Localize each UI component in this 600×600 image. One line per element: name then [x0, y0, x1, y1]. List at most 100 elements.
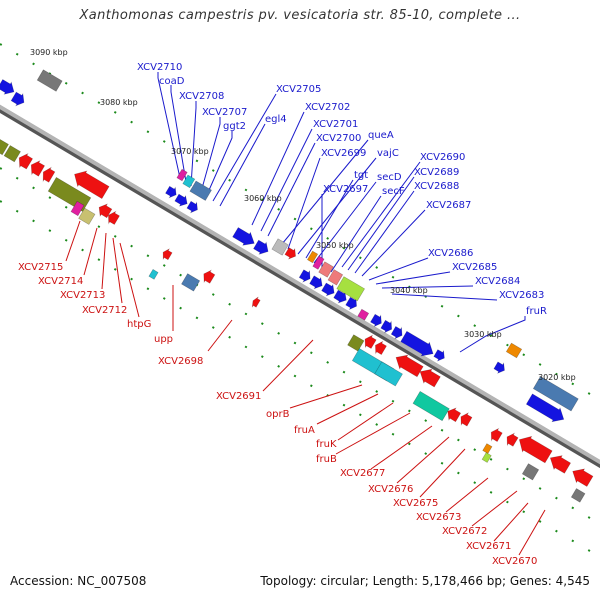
- gene-label: XCV2699: [321, 148, 366, 159]
- gene-label: coaD: [159, 76, 185, 87]
- gene-label: XCV2670: [492, 556, 537, 567]
- gene-label: XCV2690: [420, 152, 465, 163]
- forward-gene-arrow: [493, 361, 505, 374]
- upper-gene-labels: XCV2710 coaD XCV2708 XCV2707 ggt2 XCV270…: [137, 62, 547, 317]
- gene-label: fruA: [294, 425, 315, 436]
- gene-box-olive: [47, 176, 92, 212]
- gene-box-olive: [0, 139, 9, 156]
- reverse-gene-arrow: [447, 407, 462, 423]
- gene-box-orange: [306, 250, 319, 264]
- forward-gene-arrow: [390, 325, 403, 340]
- gene-label: XCV2708: [179, 91, 224, 102]
- upper-callout-lines: [157, 72, 526, 353]
- gene-box-steel: [189, 180, 212, 201]
- gene-label: XCV2677: [340, 468, 385, 479]
- gene-features: [0, 69, 594, 503]
- reverse-gene-arrow: [42, 166, 56, 183]
- gene-label: XCV2673: [416, 512, 461, 523]
- forward-gene-arrow: [186, 200, 198, 214]
- reverse-gene-arrow: [162, 248, 173, 261]
- reverse-gene-arrow: [460, 412, 473, 427]
- gene-label: XCV2697: [323, 184, 368, 195]
- gene-label: queA: [368, 130, 394, 141]
- map-title: Xanthomonas campestris pv. vesicatoria s…: [79, 8, 521, 23]
- forward-gene-arrow: [333, 289, 347, 304]
- forward-gene-arrow: [400, 330, 434, 357]
- gene-box-pink: [327, 269, 344, 286]
- lower-gene-labels: XCV2715 XCV2714 XCV2713 XCV2712 htpG upp…: [18, 262, 537, 567]
- gene-label: secF: [382, 186, 405, 197]
- forward-gene-arrow: [232, 227, 255, 246]
- reverse-gene-arrow: [108, 210, 120, 225]
- gene-label: XCV2688: [414, 181, 459, 192]
- forward-gene-arrow: [380, 319, 393, 334]
- gene-box-gray: [271, 238, 289, 256]
- reverse-gene-arrow: [506, 432, 519, 447]
- gene-label: XCV2701: [313, 119, 358, 130]
- reverse-gene-arrow: [419, 368, 441, 388]
- gene-label: XCV2687: [426, 200, 471, 211]
- gene-label: XCV2714: [38, 276, 83, 287]
- gene-label: vajC: [377, 148, 399, 159]
- reverse-gene-arrow: [203, 269, 216, 284]
- gene-label: XCV2684: [475, 276, 520, 287]
- kbp-label: 3050 kbp: [316, 241, 354, 250]
- topology-text: Topology: circular; Length: 5,178,466 bp…: [260, 574, 590, 588]
- gene-box-cyan: [182, 174, 196, 189]
- gene-box-gray: [570, 488, 586, 503]
- forward-gene-arrow: [0, 79, 15, 95]
- genome-backbone: [0, 104, 600, 465]
- reverse-gene-arrow: [284, 247, 296, 260]
- forward-gene-arrow: [165, 185, 177, 199]
- gene-box-magenta: [357, 308, 370, 321]
- kbp-label: 3080 kbp: [100, 98, 138, 107]
- gene-box-magenta: [176, 168, 188, 182]
- gene-label: XCV2685: [452, 262, 497, 273]
- gene-label: XCV2713: [60, 290, 105, 301]
- gene-box-pink: [318, 261, 334, 278]
- gene-box-olive: [347, 334, 365, 352]
- gene-label: XCV2671: [466, 541, 511, 552]
- reverse-gene-arrow: [98, 203, 113, 219]
- gene-label: XCV2675: [393, 498, 438, 509]
- gene-box-olive: [3, 145, 21, 163]
- gene-box-lime: [481, 452, 492, 463]
- gene-box-magenta: [70, 200, 85, 217]
- gene-label: XCV2710: [137, 62, 182, 73]
- reverse-gene-arrow: [375, 340, 387, 356]
- reverse-gene-arrow: [30, 160, 46, 177]
- accession-text: Accession: NC_007508: [10, 574, 147, 588]
- forward-gene-arrow: [309, 275, 323, 290]
- gene-label: egl4: [265, 114, 287, 125]
- gene-box-cyan: [148, 268, 159, 280]
- reverse-gene-arrow: [572, 468, 594, 487]
- forward-gene-arrow: [253, 239, 269, 255]
- gene-label: XCV2689: [414, 167, 459, 178]
- gene-label: ggt2: [223, 121, 246, 132]
- gene-label: oprB: [266, 409, 290, 420]
- forward-gene-arrow: [174, 193, 188, 207]
- forward-gene-arrow: [433, 349, 445, 362]
- gene-label: XCV2672: [442, 526, 487, 537]
- gene-label: upp: [154, 334, 173, 345]
- gene-label: XCV2676: [368, 484, 413, 495]
- gene-box-khaki: [78, 207, 96, 225]
- gene-label: fruR: [526, 306, 547, 317]
- gene-label: htpG: [127, 319, 151, 330]
- gene-box-steel: [181, 273, 201, 292]
- reverse-gene-arrow: [518, 435, 553, 464]
- gene-label: XCV2707: [202, 107, 247, 118]
- kbp-label: 3020 kbp: [538, 373, 576, 382]
- gene-label: XCV2700: [316, 133, 361, 144]
- forward-gene-arrow: [10, 91, 25, 107]
- reverse-gene-arrow: [549, 455, 572, 474]
- gene-label: XCV2705: [276, 84, 321, 95]
- gene-label: secD: [377, 172, 402, 183]
- reverse-gene-arrow: [18, 152, 34, 170]
- gene-box-teal: [412, 390, 450, 422]
- gene-label: XCV2698: [158, 356, 203, 367]
- forward-gene-arrow: [370, 313, 382, 328]
- reverse-gene-arrow: [251, 296, 261, 308]
- kbp-labels: 3090 kbp 3080 kbp 3070 kbp 3060 kbp 3050…: [30, 48, 576, 382]
